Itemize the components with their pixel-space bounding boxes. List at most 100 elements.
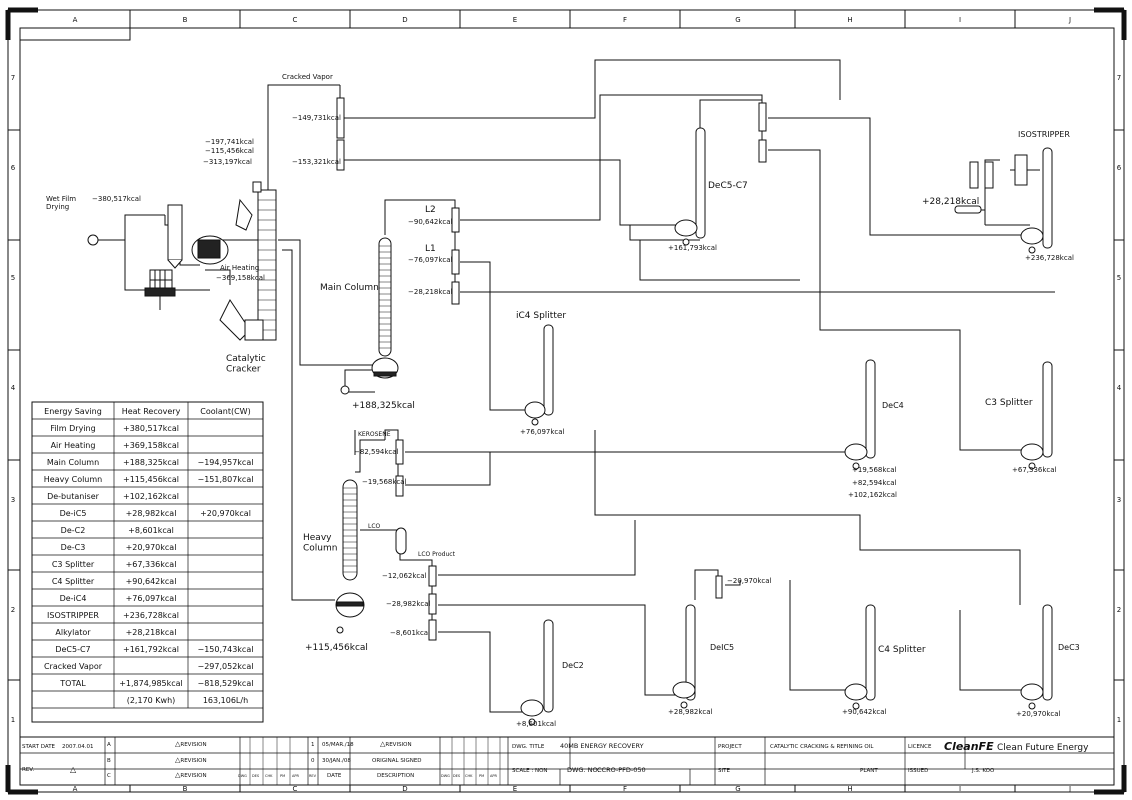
heat-exchanger [451, 249, 460, 275]
grid-column-label: A [73, 16, 78, 24]
table-cell: De-iC4 [60, 594, 87, 603]
cv-hx1-heat: −149,731kcal [292, 114, 341, 122]
grid-column-label: G [735, 16, 740, 24]
revision-a: △REVISION [175, 740, 207, 748]
deic5-label: DeIC5 [710, 643, 734, 652]
grid-column-label: H [847, 785, 852, 793]
cracker-riser [257, 189, 277, 341]
isostripper-vessel [1042, 147, 1053, 249]
stack-heat-total: −313,197kcal [203, 158, 252, 166]
site-label: SITE [718, 768, 730, 774]
description-label: DESCRIPTION [377, 773, 414, 779]
table-cell: +67,336kcal [126, 560, 177, 569]
heavy-column-reboiler-heat: +115,456kcal [305, 643, 368, 653]
pump-icon [87, 234, 99, 246]
dec3-vessel [1042, 604, 1053, 701]
c3-splitter-label: C3 Splitter [985, 398, 1033, 408]
grid-column-label: C [293, 785, 298, 793]
grid-column-label: D [402, 16, 407, 24]
grid-column-label: D [402, 785, 407, 793]
sign-col: DES [453, 774, 461, 778]
table-cell: +8,601kcal [128, 526, 174, 535]
sign-col: DWG [238, 774, 247, 778]
deic5-condenser-heat: −20,970kcal [727, 577, 772, 585]
sign-col: APR [292, 774, 300, 778]
dec2-reboiler-heat: +8,601kcal [516, 720, 556, 728]
table-cell: De-C2 [61, 526, 86, 535]
date-label: DATE [327, 773, 342, 779]
rev-row-a: A [107, 742, 111, 748]
table-cell: +20,970kcal [200, 509, 251, 518]
table-cell: +161,792kcal [123, 645, 179, 654]
lco-stripper-vessel [395, 527, 407, 555]
table-cell: Heavy Column [44, 475, 103, 484]
wet-film-heat: −380,517kcal [92, 195, 141, 203]
table-header-cell: Energy Saving [44, 407, 102, 416]
heat-exchanger [715, 575, 723, 599]
table-cell: +102,162kcal [123, 492, 179, 501]
table-header-cell: Coolant(CW) [200, 407, 250, 416]
l2-label: L2 [425, 205, 436, 215]
stack-heat-1: −197,741kcal [205, 138, 254, 146]
sign-col: DES [252, 774, 260, 778]
c3-splitter-vessel [1042, 361, 1053, 458]
table-cell: +28,982kcal [126, 509, 177, 518]
ic4-reboiler-heat: +76,097kcal [520, 428, 565, 436]
project: CATALYTIC CRACKING & REFINING OIL [770, 744, 874, 750]
table-cell: +380,517kcal [123, 424, 179, 433]
table-cell: +188,325kcal [123, 458, 179, 467]
grid-column-label: E [513, 16, 517, 24]
table-cell: −150,743kcal [198, 645, 254, 654]
table-cell: Cracked Vapor [44, 662, 103, 671]
original-signed: ORIGINAL SIGNED [372, 758, 422, 764]
table-header-cell: Heat Recovery [122, 407, 181, 416]
table-cell: C4 Splitter [52, 577, 95, 586]
heat-exchanger [336, 139, 345, 171]
dec4-heat-1: +19,568kcal [852, 466, 897, 474]
issued-by: J.S. KOO [971, 768, 995, 774]
grid-column-label: G [735, 785, 740, 793]
grid-row-label: 4 [11, 384, 16, 392]
heat-exchanger [395, 439, 404, 465]
grid-row-label: 5 [11, 274, 15, 282]
rev-num-1: 1 [311, 742, 315, 748]
heat-exchanger [758, 139, 767, 163]
table-cell: +115,456kcal [123, 475, 179, 484]
grid-row-label: 3 [11, 496, 15, 504]
table-cell: ISOSTRIPPER [47, 611, 99, 620]
table-cell: −194,957kcal [198, 458, 254, 467]
isostripper-reboiler-heat: +236,728kcal [1025, 254, 1074, 262]
sign-col: PM [280, 774, 285, 778]
grid-row-label: 5 [1117, 274, 1121, 282]
table-cell: +20,970kcal [126, 543, 177, 552]
main-column-label: Main Column [320, 283, 379, 293]
grid-column-label: B [183, 16, 188, 24]
table-cell: +1,874,985kcal [119, 679, 183, 688]
heat-exchanger [758, 102, 767, 132]
table-cell: C3 Splitter [52, 560, 95, 569]
project-label: PROJECT [718, 744, 742, 750]
revision-c: △REVISION [175, 771, 207, 779]
table-cell: De-iC5 [60, 509, 87, 518]
grid-row-label: 6 [1117, 164, 1122, 172]
ic4-splitter-label: iC4 Splitter [516, 311, 566, 321]
heat-exchanger [984, 161, 994, 189]
sign-col: REV [309, 774, 317, 778]
sign-col: CHK [265, 774, 273, 778]
grid-column-label: H [847, 16, 852, 24]
table-cell: 163,106L/h [203, 696, 248, 705]
main-column-vessel [378, 237, 392, 357]
dwg-no-label: DWG. NO. [567, 766, 599, 774]
dec2-label: DeC2 [562, 661, 584, 670]
grid-column-label: I [959, 785, 961, 793]
kerosene-hx2-heat: −19,568kcal [362, 478, 407, 486]
title-block [19, 736, 1115, 786]
grid-column-label: I [959, 16, 961, 24]
sign-columns: DWG DES CHK PM APR REV DWG DES CHK PM AP… [238, 774, 498, 778]
heat-exchanger [428, 565, 437, 587]
dec3-label: DeC3 [1058, 643, 1080, 652]
sign-col: PM [479, 774, 484, 778]
heat-exchanger [428, 619, 437, 641]
